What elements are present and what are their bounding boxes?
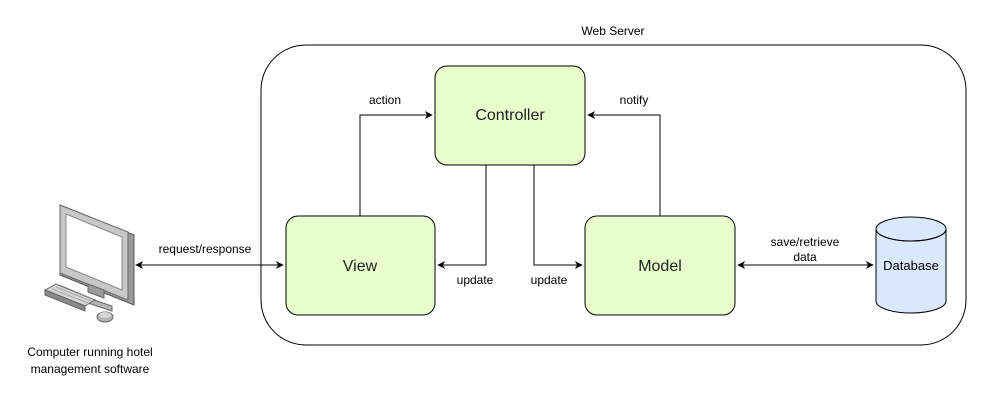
database-label: Database bbox=[883, 258, 939, 273]
update-model-arrow bbox=[533, 165, 583, 269]
save-retrieve-label-line2: data bbox=[793, 250, 817, 264]
computer-caption-line1: Computer running hotel bbox=[27, 345, 152, 359]
request-response-label: request/response bbox=[159, 242, 252, 256]
update-model-label: update bbox=[531, 273, 568, 287]
controller-box bbox=[434, 65, 586, 166]
update-view-label: update bbox=[457, 273, 494, 287]
update-view-arrow bbox=[437, 165, 487, 269]
view-label: View bbox=[343, 258, 378, 275]
action-arrow bbox=[359, 111, 433, 216]
web-server-container bbox=[260, 44, 967, 346]
controller-label: Controller bbox=[475, 107, 545, 124]
web-server-title: Web Server bbox=[581, 24, 644, 38]
notify-arrow bbox=[587, 111, 661, 216]
model-label: Model bbox=[638, 258, 682, 275]
notify-label: notify bbox=[620, 93, 649, 107]
computer-icon bbox=[43, 204, 135, 323]
database-cylinder bbox=[875, 216, 947, 314]
save-retrieve-label-line1: save/retrieve bbox=[771, 235, 840, 249]
action-label: action bbox=[369, 93, 401, 107]
computer-caption-line2: management software bbox=[31, 362, 150, 376]
